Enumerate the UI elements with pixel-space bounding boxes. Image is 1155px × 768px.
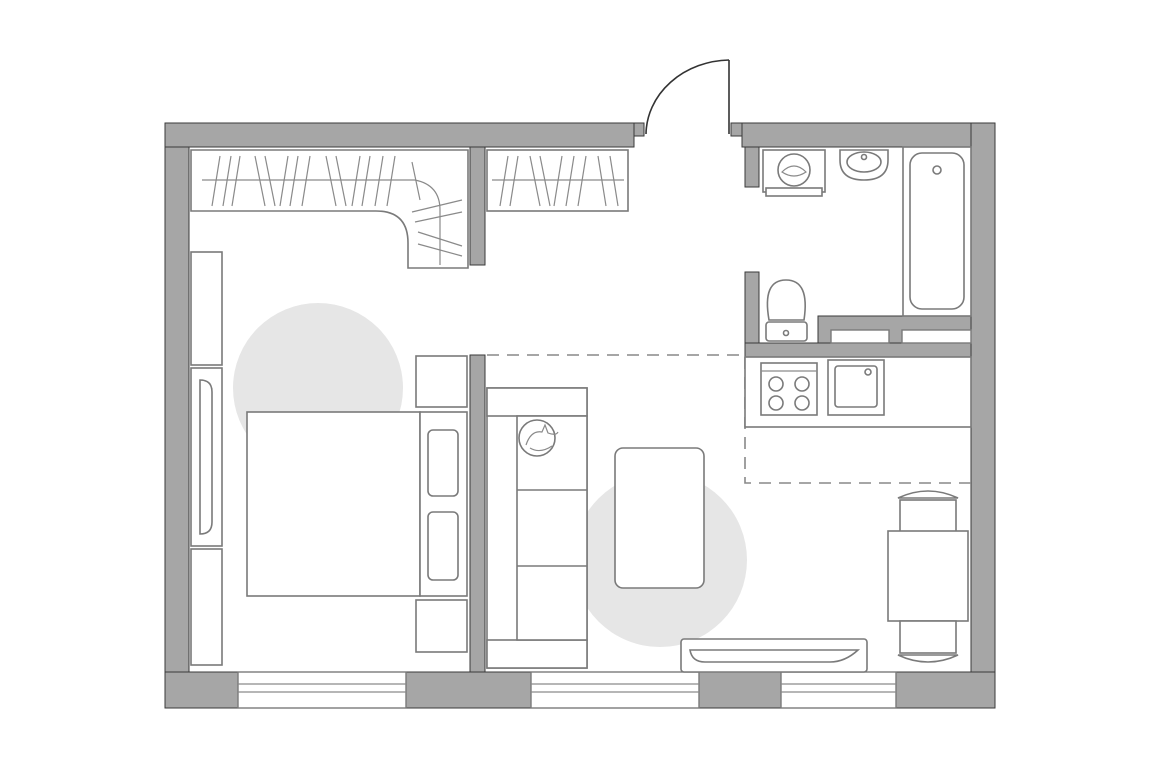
wardrobe-corner	[190, 149, 469, 269]
nightstand-top	[415, 355, 468, 408]
washbasin-icon	[839, 149, 889, 181]
bed	[246, 411, 468, 597]
tv-console	[680, 638, 868, 673]
cat-icon	[518, 419, 559, 457]
coffee-table	[614, 447, 705, 589]
dining-table	[887, 530, 969, 622]
toilet-icon	[765, 279, 808, 342]
window-dining	[780, 671, 897, 709]
bedroom-wall-cabinet	[190, 251, 223, 666]
dining-chair-top	[897, 490, 959, 533]
wardrobe-hall	[486, 149, 629, 212]
dining-chair-bottom	[897, 620, 959, 663]
walls	[164, 122, 996, 709]
bathroom-shelf-left	[830, 329, 890, 344]
window-bedroom	[237, 671, 407, 709]
window-living	[530, 671, 700, 709]
bathtub-icon	[902, 146, 972, 317]
kitchen-sink-icon	[827, 359, 885, 416]
bathroom-shelf-right	[901, 329, 972, 344]
nightstand-bottom	[415, 599, 468, 653]
stove-icon	[760, 362, 818, 416]
washing-machine-icon	[762, 149, 826, 197]
entrance-door	[645, 59, 730, 135]
